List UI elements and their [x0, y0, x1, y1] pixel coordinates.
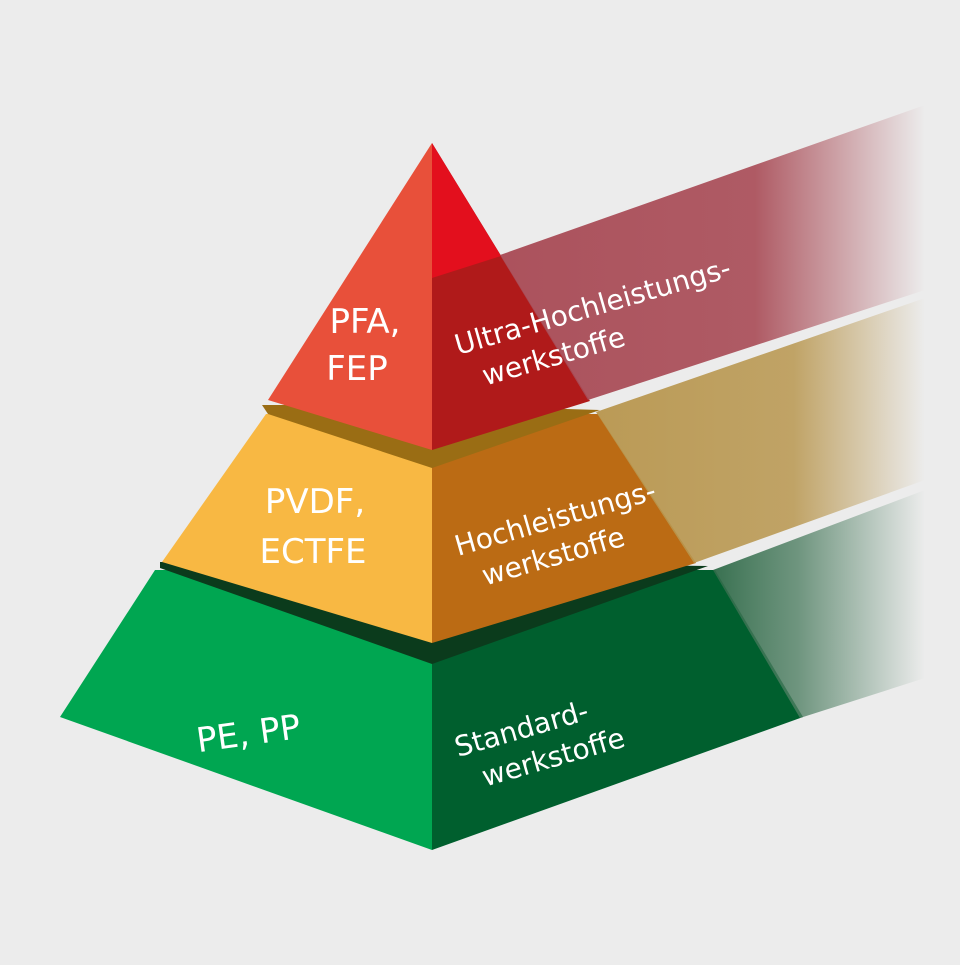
top-tier-beam — [500, 105, 925, 400]
bottom-tier-left-face — [60, 570, 432, 850]
label-line: FEP — [326, 349, 388, 389]
middle-tier-left-label: PVDF, ECTFE — [259, 482, 366, 572]
label-line: PVDF, — [265, 482, 365, 522]
middle-tier-left-face — [162, 414, 432, 643]
middle-tier-right-face — [432, 414, 696, 643]
bottom-tier-right-face — [432, 570, 803, 850]
label-line: PFA, — [329, 302, 400, 342]
top-tier-left-face — [268, 143, 432, 450]
middle-tier-beam — [596, 298, 925, 563]
label-line: ECTFE — [259, 532, 366, 572]
bottom-tier-beam — [713, 490, 925, 718]
top-tier-apex — [432, 143, 501, 278]
top-tier-left-label: PFA, FEP — [326, 302, 400, 389]
